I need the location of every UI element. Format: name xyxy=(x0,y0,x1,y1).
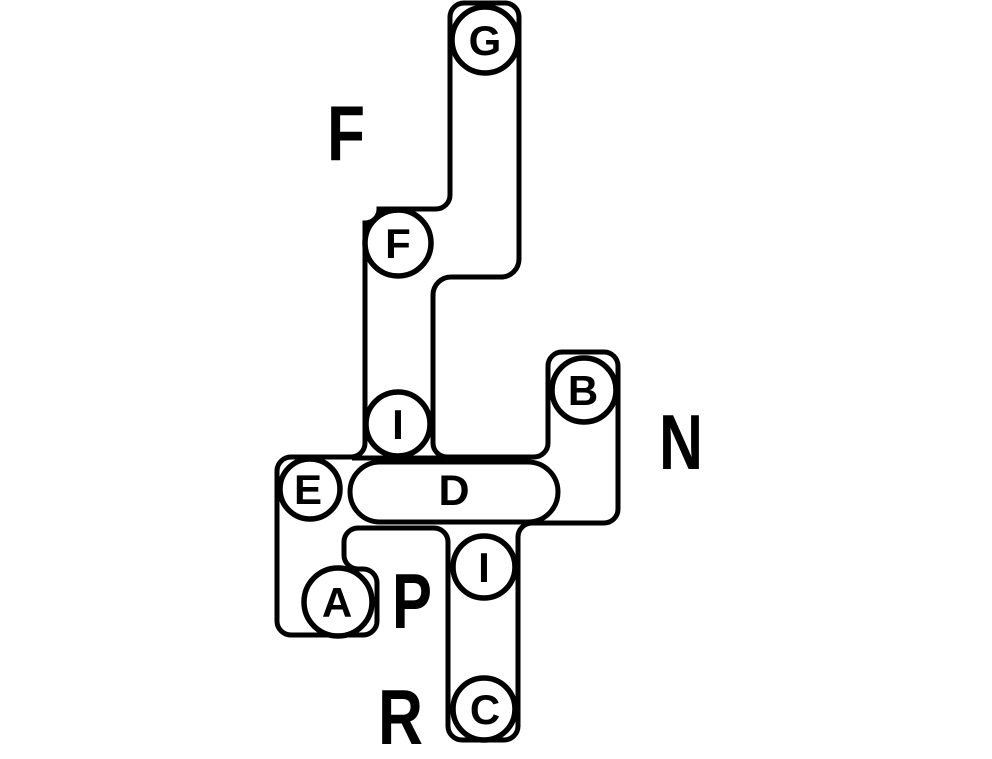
position-label-i-upper: I xyxy=(392,401,404,448)
gate-label-r: R xyxy=(378,673,423,759)
position-label-g: G xyxy=(469,17,502,64)
position-circle-i-upper xyxy=(363,389,433,459)
gate-label-p: P xyxy=(392,557,432,645)
position-circle-f xyxy=(362,207,434,279)
gate-label-n: N xyxy=(659,398,703,486)
gate-label-f: F xyxy=(327,89,365,177)
position-label-b: B xyxy=(568,367,598,414)
position-circle-a xyxy=(301,565,375,639)
position-circle-i-lower xyxy=(450,533,518,601)
position-slot-d xyxy=(347,459,561,525)
position-label-c: C xyxy=(470,686,500,733)
position-label-d: D xyxy=(438,467,469,515)
position-label-a: A xyxy=(322,579,352,626)
position-circle-e xyxy=(277,456,343,522)
position-label-i-lower: I xyxy=(478,544,490,591)
position-label-f: F xyxy=(385,220,411,267)
shift-gate-track xyxy=(274,0,621,743)
position-circle-b xyxy=(549,355,619,425)
position-circle-c xyxy=(450,675,518,743)
position-label-e: E xyxy=(294,466,322,513)
position-circle-g xyxy=(449,4,521,76)
